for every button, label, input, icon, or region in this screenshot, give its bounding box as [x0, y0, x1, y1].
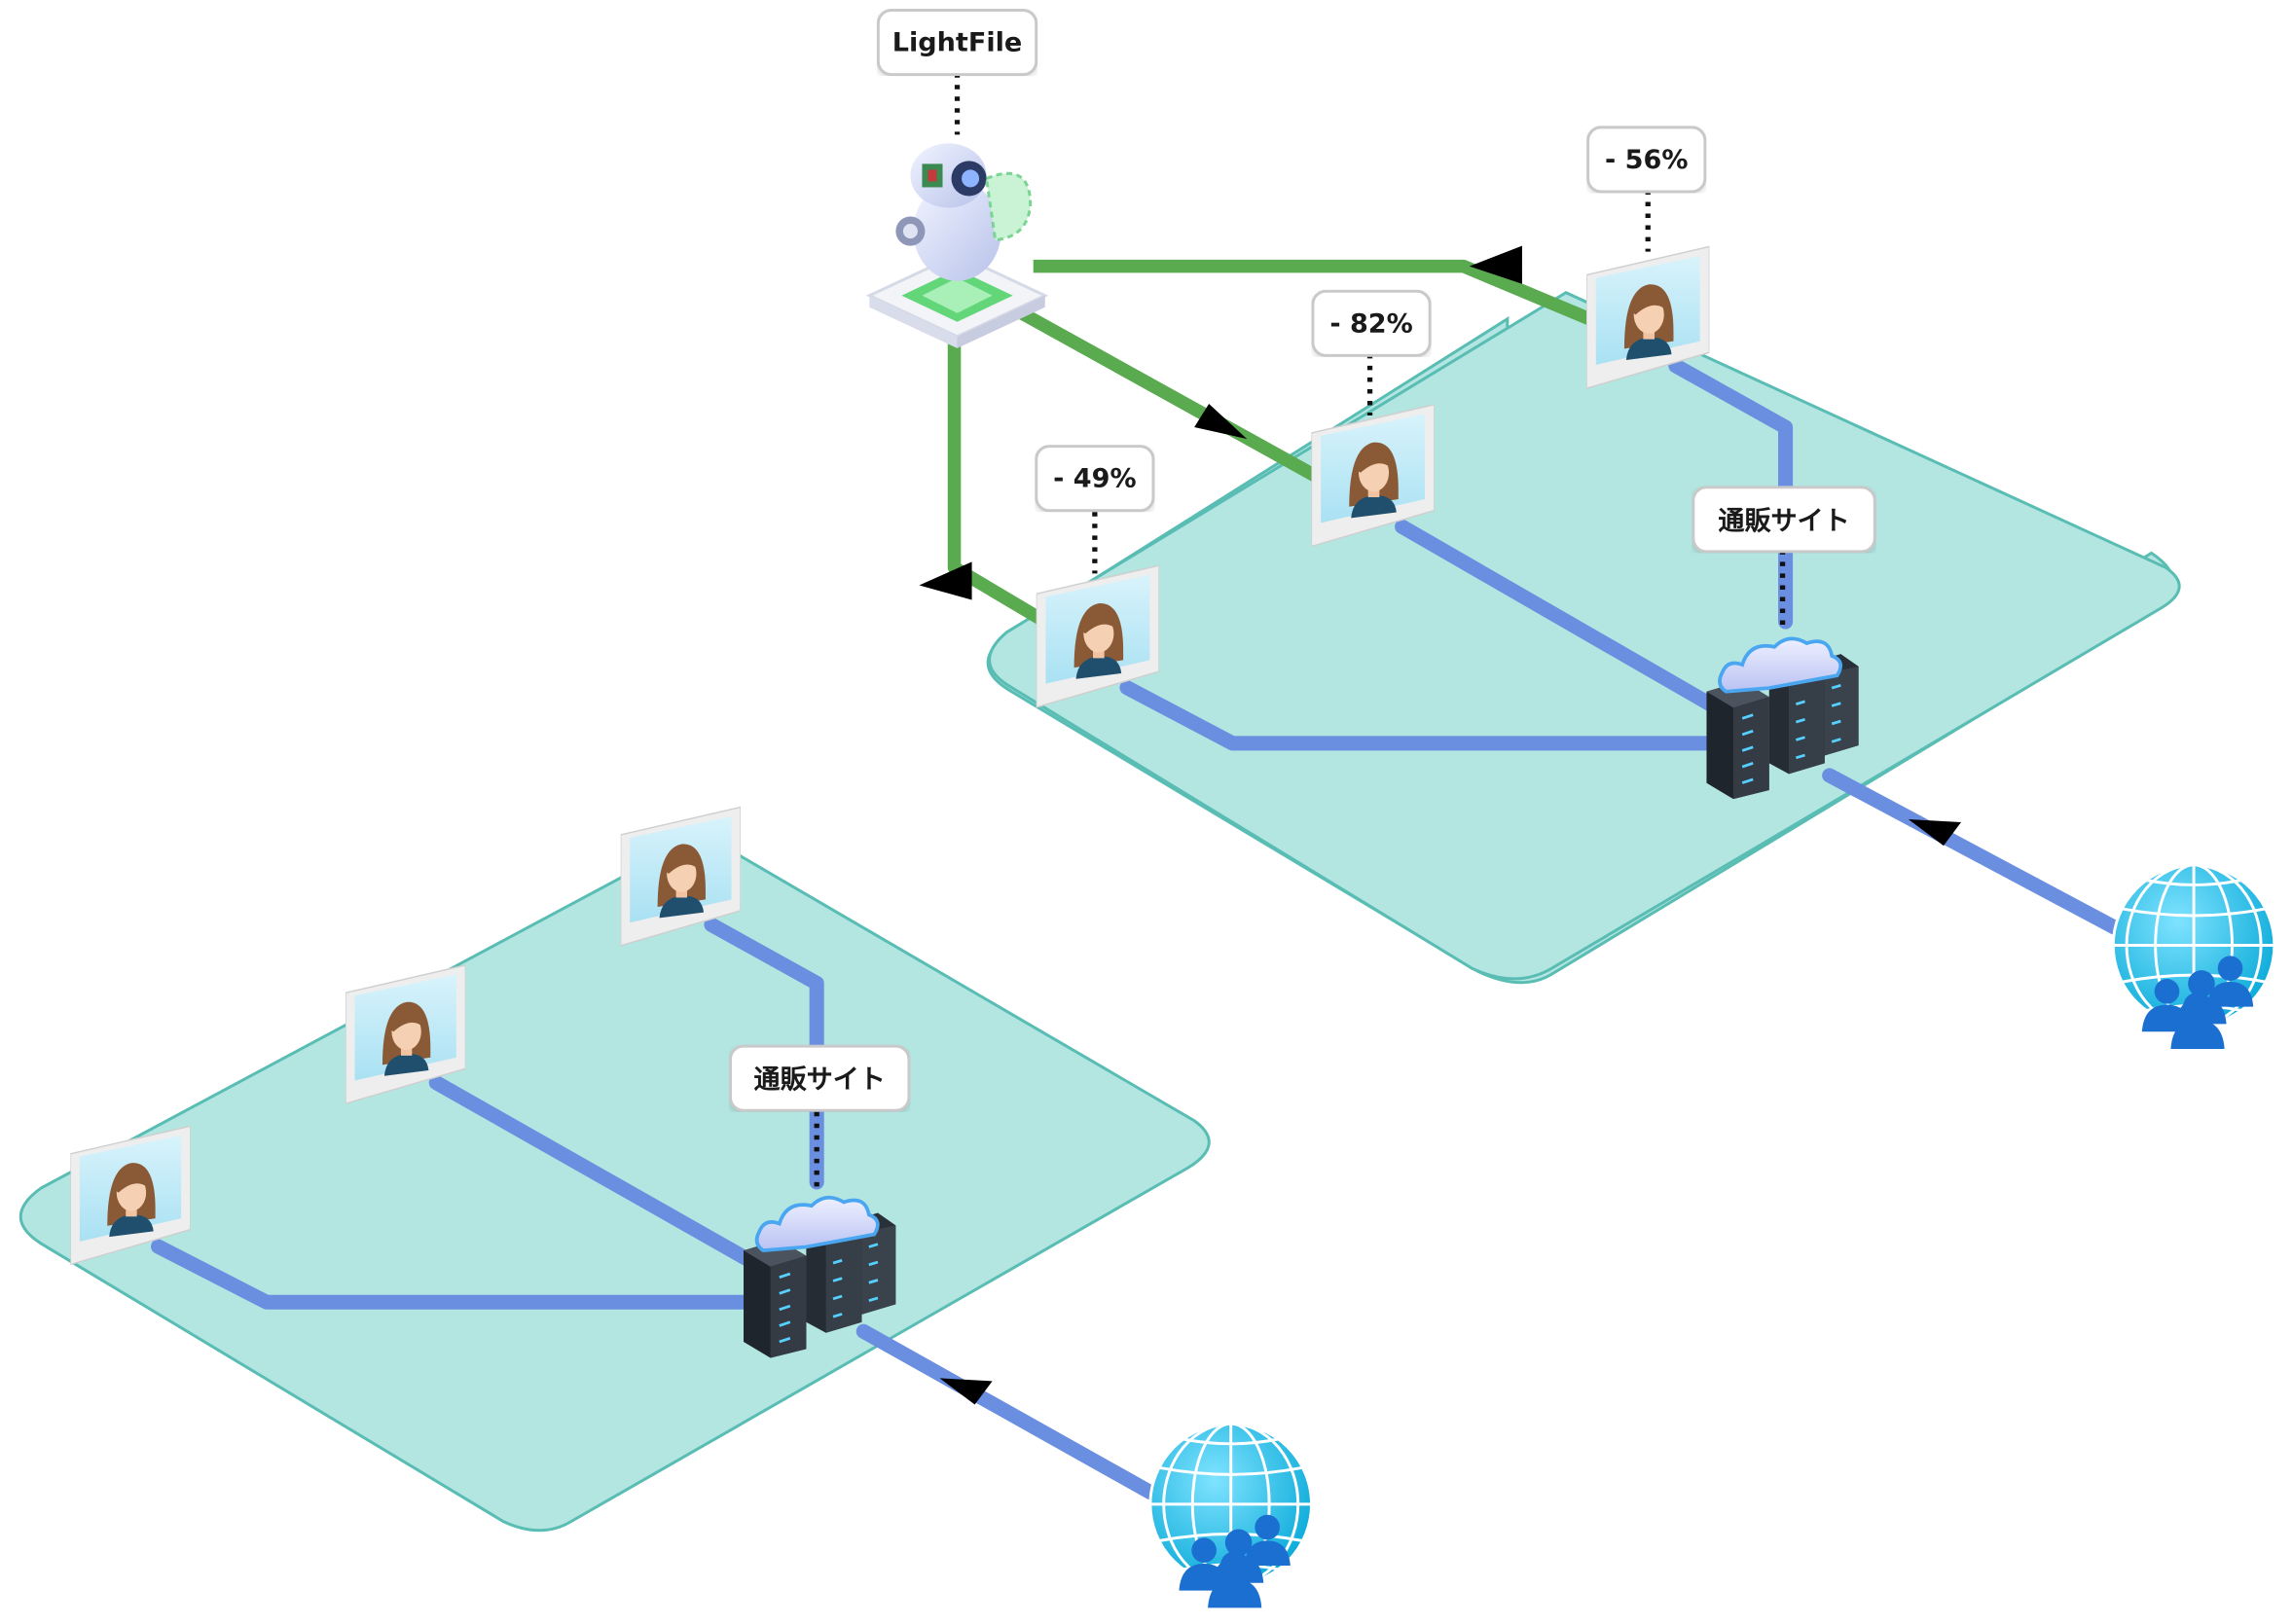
globe-icon: [2111, 863, 2276, 1051]
reduction-label-photo3: - 56%: [1586, 126, 1707, 194]
top-link-photo1: [1119, 680, 1749, 751]
robot-icon: [865, 143, 1049, 348]
top-site-label: 通販サイト: [1692, 486, 1876, 554]
green-link-robot-photo3: [1033, 259, 1592, 326]
arrow-bottom-server: [939, 1378, 993, 1405]
top-link-photo3: [1668, 358, 1794, 630]
bottom-link-photo2: [428, 1075, 769, 1275]
top-link-photo2: [1395, 519, 1734, 722]
arrow-photo2: [1194, 403, 1248, 440]
globe-icon: [1148, 1422, 1314, 1609]
bottom-link-globe: [855, 1323, 1158, 1500]
robot-label: LightFile: [876, 9, 1038, 77]
bottom-link-photo1: [151, 1239, 783, 1310]
arrow-top-server: [1908, 819, 1962, 847]
green-link-robot-photo1: [947, 318, 1052, 630]
arrow-photo1: [919, 561, 972, 600]
bottom-site-label: 通販サイト: [728, 1044, 911, 1112]
arrow-photo3: [1469, 245, 1522, 284]
top-link-globe: [1822, 768, 2123, 935]
reduction-label-photo1: - 49%: [1035, 445, 1155, 513]
green-link-robot-photo2: [992, 292, 1321, 484]
reduction-label-photo2: - 82%: [1311, 289, 1432, 357]
